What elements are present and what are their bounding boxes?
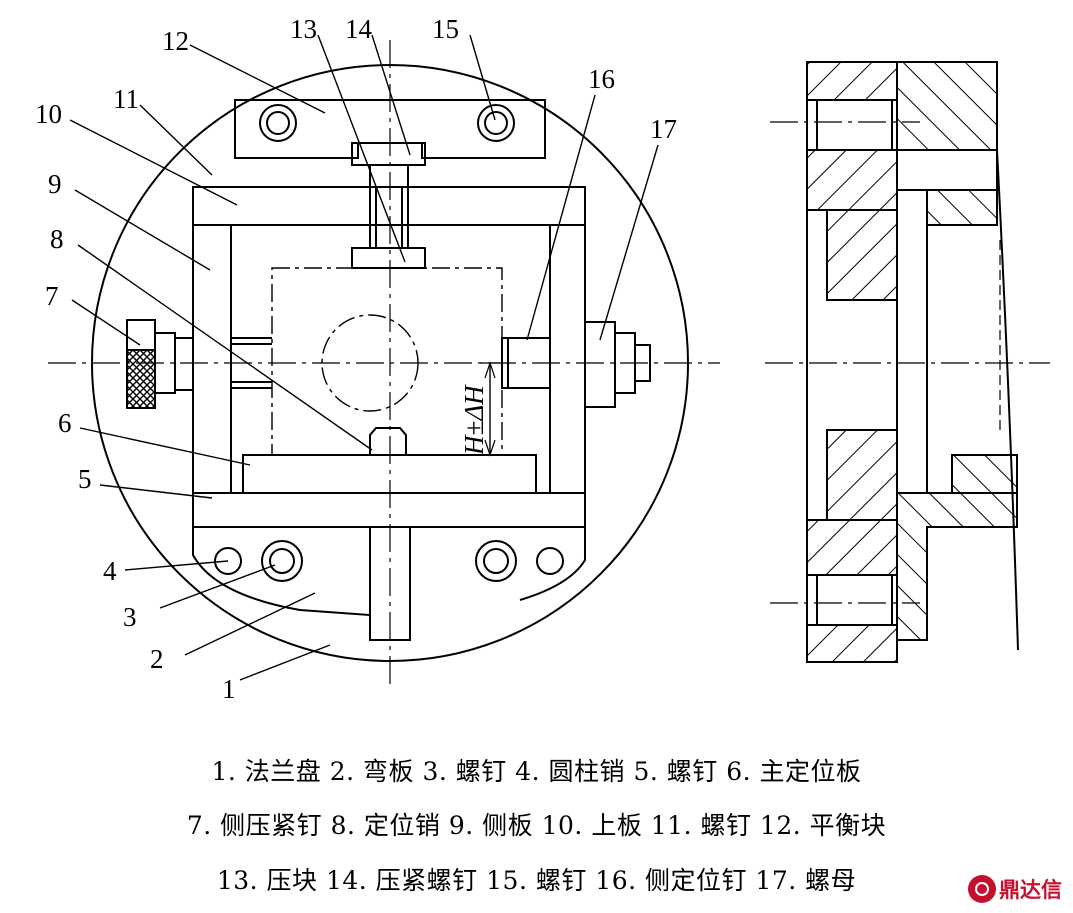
logo-text: 鼎达信: [999, 878, 1062, 902]
part-number-labels: 1 2 3 4 5 6 7 8 9 10 11 12 13 14 15 16 1…: [35, 14, 677, 704]
part-number: 15: [432, 14, 459, 44]
logo-icon: [968, 875, 996, 903]
caption-line-3: 13. 压块 14. 压紧螺钉 15. 螺钉 16. 侧定位钉 17. 螺母: [216, 866, 857, 895]
part-number: 11: [113, 84, 139, 114]
part-number: 2: [150, 644, 164, 674]
part-number: 5: [78, 464, 92, 494]
top-plate: [192, 186, 586, 226]
part-number: 16: [588, 64, 615, 94]
center-lines: [48, 40, 1050, 690]
part-number: 3: [123, 602, 137, 632]
side-locating-pin: [501, 337, 551, 389]
part-number: 8: [50, 224, 64, 254]
pressure-block: [351, 247, 426, 269]
side-plate-right: [549, 224, 586, 494]
bent-plate: [192, 527, 411, 641]
lower-plate: [192, 492, 586, 528]
fixture-drawing: 1 2 3 4 5 6 7 8 9 10 11 12 13 14 15 16 1…: [35, 14, 1050, 704]
leader-lines: [69, 34, 659, 681]
part-number: 14: [345, 14, 373, 44]
part-number: 10: [35, 99, 62, 129]
side-clamp-screw: [126, 319, 156, 351]
part-number: 1: [222, 674, 236, 704]
workpiece-bore: [321, 314, 419, 412]
side-plate-left: [192, 224, 232, 494]
section-view: [770, 61, 1019, 663]
part-number: 17: [650, 114, 677, 144]
part-number: 9: [48, 169, 62, 199]
part-number: 13: [290, 14, 317, 44]
watermark-logo: 鼎达信: [968, 872, 1062, 906]
part-number: 6: [58, 408, 72, 438]
caption-line-1: 1. 法兰盘 2. 弯板 3. 螺钉 4. 圆柱销 5. 螺钉 6. 主定位板: [211, 757, 862, 786]
locating-pin: [369, 427, 407, 455]
dimension-label: H±ΔH: [459, 384, 489, 456]
nut: [584, 321, 616, 408]
part-number: 4: [103, 556, 117, 586]
part-number: 7: [45, 281, 59, 311]
part-number: 12: [162, 26, 189, 56]
caption-line-2: 7. 侧压紧钉 8. 定位销 9. 侧板 10. 上板 11. 螺钉 12. 平…: [186, 811, 887, 840]
